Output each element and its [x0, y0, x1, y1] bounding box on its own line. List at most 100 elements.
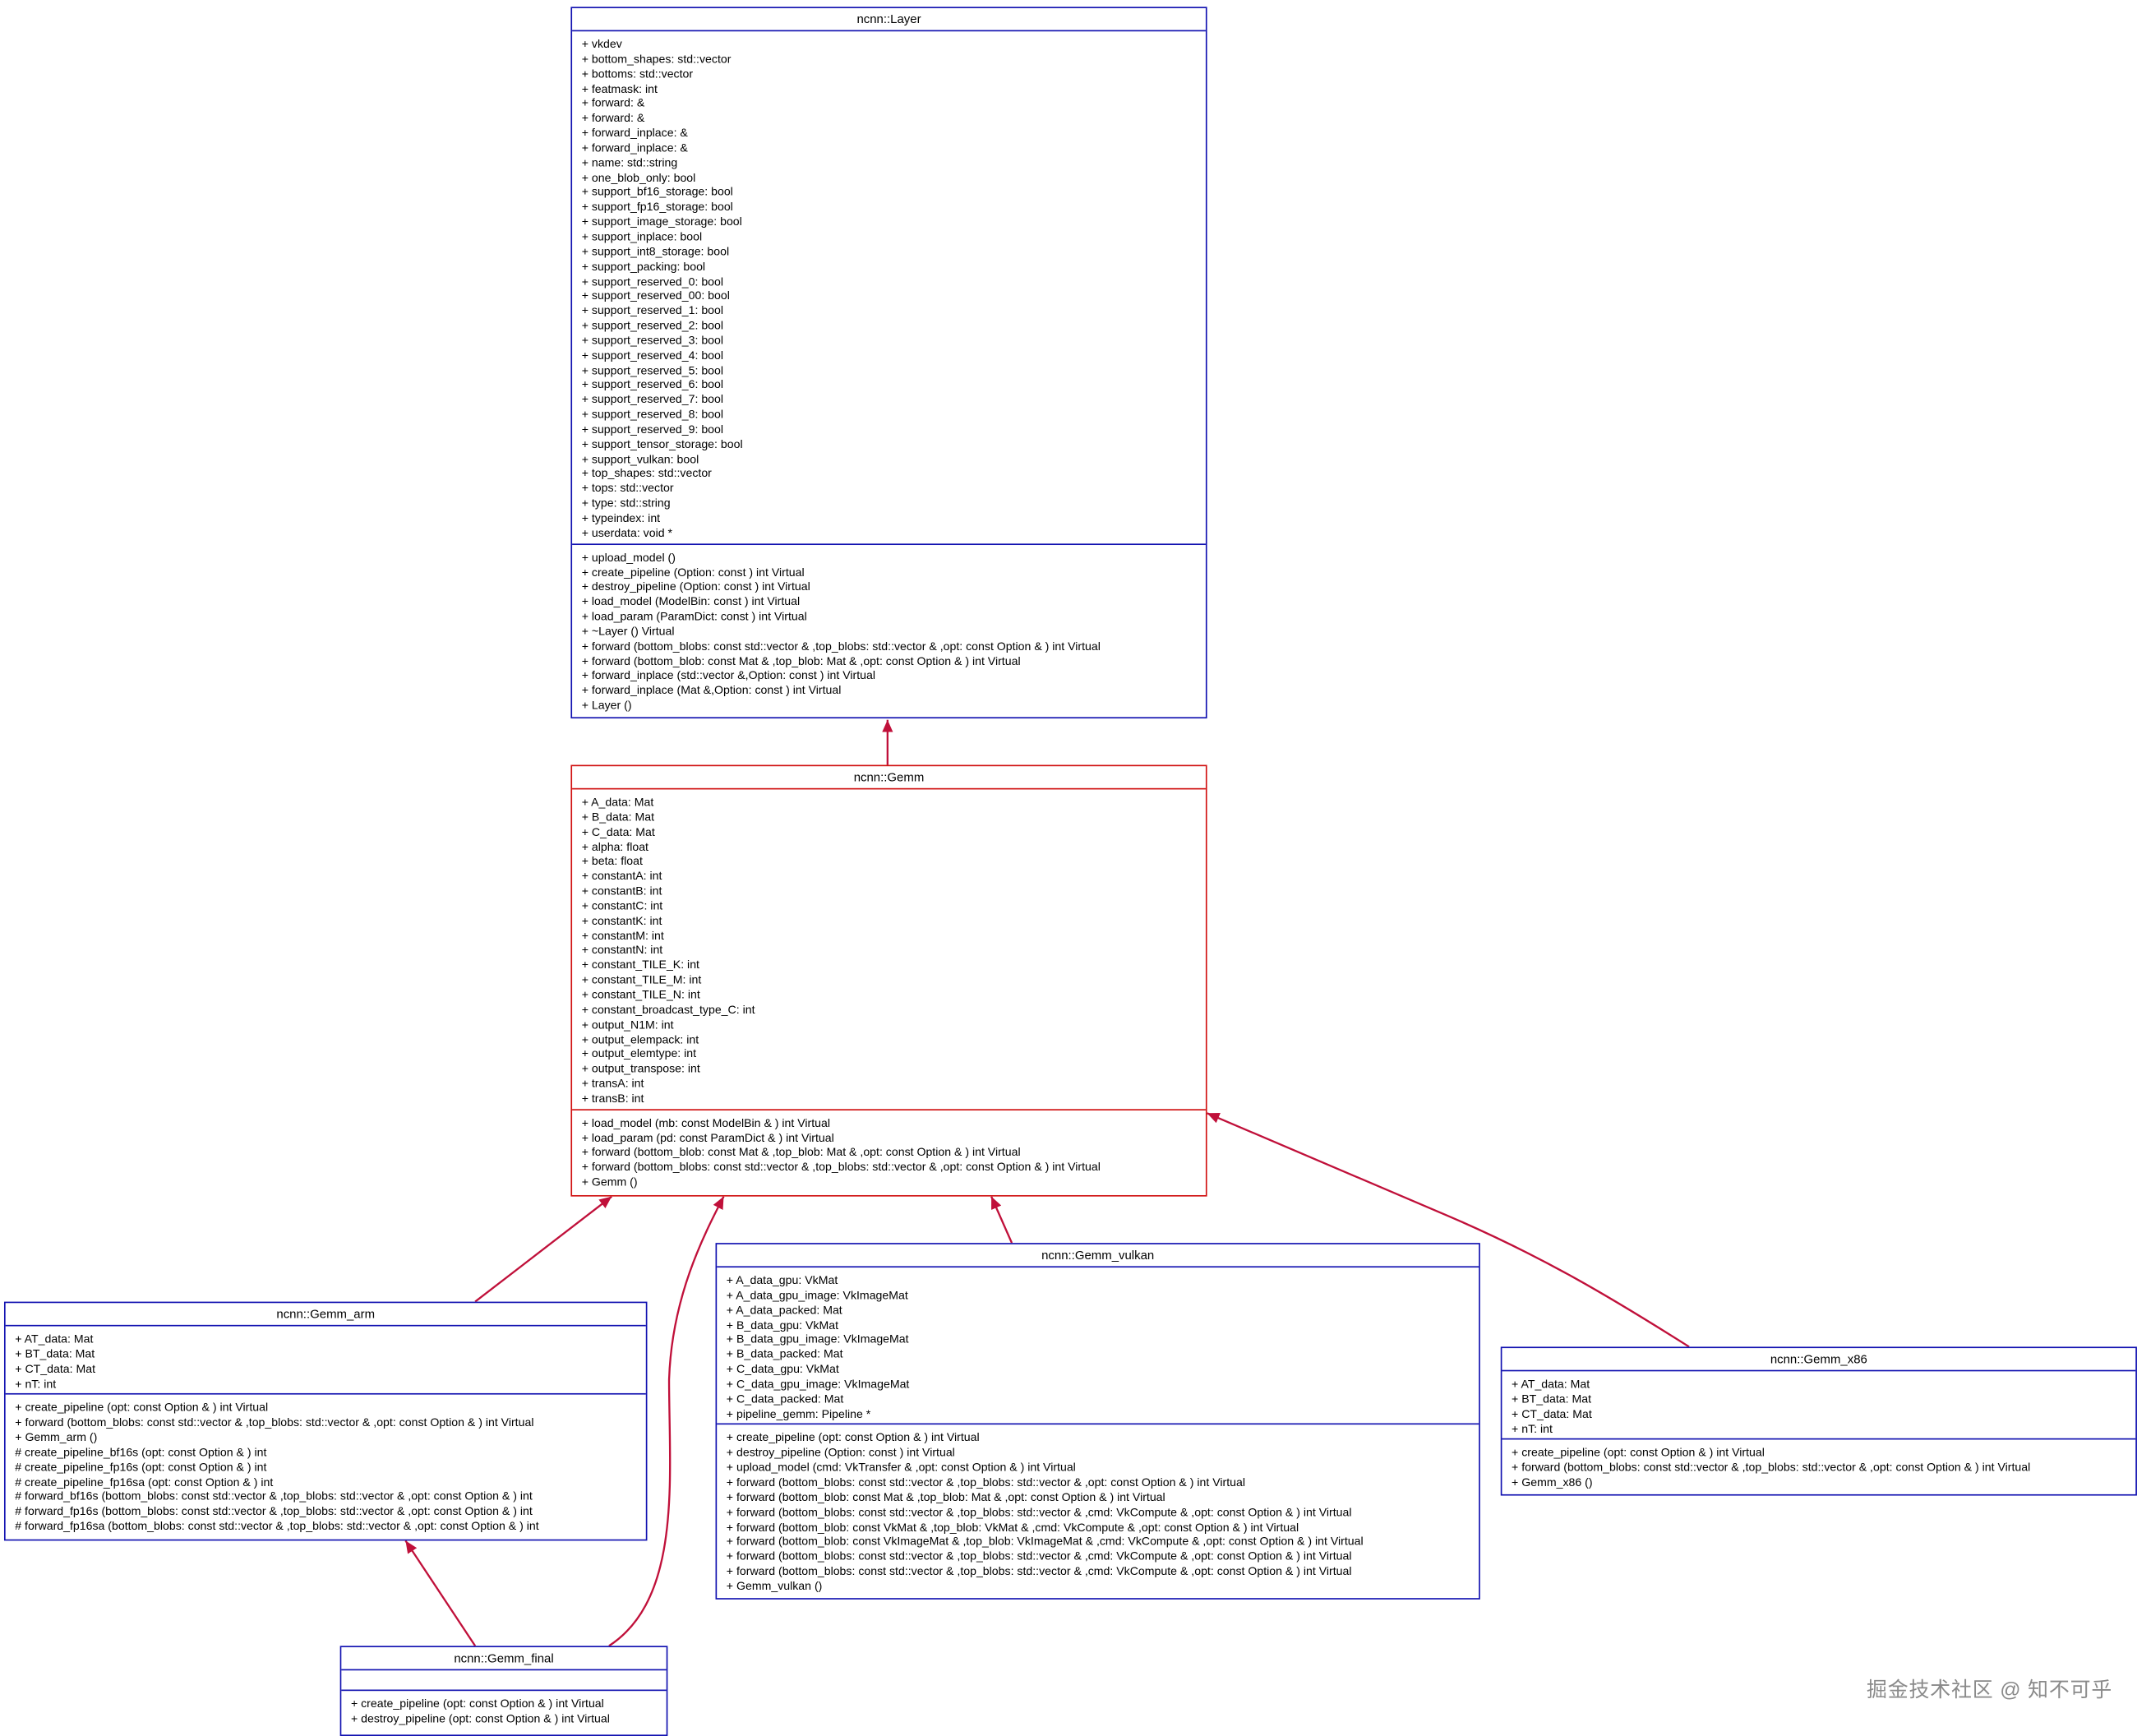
attribute-item: + C_data_packed: Mat [726, 1391, 844, 1406]
attribute-item: + constantN: int [581, 943, 663, 957]
attribute-list: + AT_data: Mat+ BT_data: Mat+ CT_data: M… [5, 1327, 646, 1396]
method-list: + create_pipeline (opt: const Option & )… [1502, 1440, 2135, 1493]
attribute-item: + AT_data: Mat [1512, 1376, 1590, 1391]
attribute-item: + typeindex: int [581, 510, 661, 525]
attribute-item: + forward_inplace: & [581, 140, 688, 155]
method-item: # create_pipeline_fp16sa (opt: const Opt… [15, 1474, 274, 1489]
attribute-item: + support_tensor_storage: bool [581, 436, 743, 450]
method-item: + forward_inplace (Mat &,Option: const )… [581, 683, 842, 697]
attribute-item: + support_packing: bool [581, 259, 706, 273]
attribute-item: + support_reserved_8: bool [581, 407, 724, 421]
method-item: # forward_fp16sa (bottom_blobs: const st… [15, 1519, 539, 1533]
attribute-list: + A_data_gpu: VkMat+ A_data_gpu_image: V… [717, 1267, 1479, 1425]
method-item: + load_param (pd: const ParamDict & ) in… [581, 1130, 834, 1144]
attribute-item: + A_data_packed: Mat [726, 1302, 842, 1317]
method-item: + create_pipeline (opt: const Option & )… [726, 1430, 980, 1445]
attribute-item: + constantB: int [581, 884, 662, 898]
attribute-item: + B_data_gpu: VkMat [726, 1317, 839, 1332]
attribute-item: + name: std::string [581, 155, 678, 169]
attribute-item: + output_N1M: int [581, 1017, 674, 1032]
attribute-item: + B_data: Mat [581, 810, 655, 824]
attribute-item: + forward: & [581, 95, 645, 110]
method-item: # create_pipeline_bf16s (opt: const Opti… [15, 1444, 267, 1459]
edge-gemm-arm-to-gemm [474, 1195, 612, 1303]
attribute-item: + support_reserved_1: bool [581, 303, 724, 317]
attribute-item: + constant_broadcast_type_C: int [581, 1002, 755, 1016]
class-title: ncnn::Gemm [572, 766, 1206, 790]
method-item: + forward (bottom_blobs: const std::vect… [581, 1160, 1101, 1174]
attribute-item: + constantA: int [581, 869, 662, 883]
method-item: + forward (bottom_blob: const VkImageMat… [726, 1534, 1364, 1549]
method-item: + forward (bottom_blob: const Mat & ,top… [581, 653, 1021, 667]
edge-gemm-final-to-gemm-arm [404, 1540, 477, 1646]
method-item: + load_model (ModelBin: const ) int Virt… [581, 594, 801, 608]
attribute-item: + top_shapes: std::vector [581, 466, 712, 481]
attribute-item: + support_image_storage: bool [581, 215, 742, 229]
method-item: + forward (bottom_blobs: const std::vect… [15, 1415, 534, 1429]
method-item: # create_pipeline_fp16s (opt: const Opti… [15, 1459, 267, 1474]
method-item: + create_pipeline (opt: const Option & )… [1512, 1445, 1765, 1460]
class-box-gemm: ncnn::Gemm + A_data: Mat+ B_data: Mat+ C… [570, 764, 1207, 1197]
attribute-item: + support_bf16_storage: bool [581, 185, 733, 199]
class-title: ncnn::Gemm_x86 [1502, 1348, 2136, 1372]
method-item: + destroy_pipeline (Option: const ) int … [726, 1445, 955, 1460]
method-item: + forward (bottom_blob: const Mat & ,top… [581, 1145, 1021, 1159]
method-item: + forward (bottom_blobs: const std::vect… [726, 1475, 1246, 1489]
attribute-item: + nT: int [15, 1376, 57, 1390]
method-item: + create_pipeline (Option: const ) int V… [581, 565, 805, 579]
method-item: + upload_model (cmd: VkTransfer & ,opt: … [726, 1460, 1076, 1475]
attribute-list [341, 1670, 667, 1692]
method-list: + create_pipeline (opt: const Option & )… [341, 1691, 666, 1729]
method-item: + Gemm_x86 () [1512, 1475, 1593, 1489]
class-title: ncnn::Gemm_arm [5, 1303, 646, 1327]
method-item: + Gemm () [581, 1175, 638, 1189]
attribute-item: + support_reserved_3: bool [581, 333, 724, 347]
attribute-item: + bottoms: std::vector [581, 66, 694, 81]
attribute-list: + AT_data: Mat+ BT_data: Mat+ CT_data: M… [1502, 1371, 2136, 1441]
attribute-item: + support_reserved_4: bool [581, 348, 724, 362]
attribute-item: + B_data_gpu_image: VkImageMat [726, 1332, 909, 1346]
attribute-item: + alpha: float [581, 839, 648, 853]
attribute-item: + A_data_gpu_image: VkImageMat [726, 1287, 908, 1302]
attribute-item: + output_elempack: int [581, 1032, 699, 1046]
attribute-item: + support_int8_storage: bool [581, 244, 730, 258]
attribute-list: + vkdev+ bottom_shapes: std::vector+ bot… [572, 31, 1206, 545]
attribute-item: + featmask: int [581, 81, 658, 95]
attribute-item: + BT_data: Mat [1512, 1392, 1592, 1406]
class-title: ncnn::Layer [572, 8, 1206, 32]
method-item: + Layer () [581, 698, 632, 712]
method-item: + Gemm_arm () [15, 1429, 98, 1444]
attribute-item: + support_reserved_0: bool [581, 274, 724, 288]
method-item: + load_model (mb: const ModelBin & ) int… [581, 1115, 831, 1129]
method-item: + create_pipeline (opt: const Option & )… [350, 1696, 604, 1711]
attribute-item: + support_reserved_2: bool [581, 318, 724, 332]
attribute-item: + CT_data: Mat [15, 1361, 96, 1375]
attribute-item: + output_transpose: int [581, 1061, 700, 1076]
attribute-item: + support_reserved_5: bool [581, 362, 724, 376]
edge-gemm-final-to-gemm [608, 1196, 725, 1647]
class-box-layer: ncnn::Layer + vkdev+ bottom_shapes: std:… [570, 7, 1207, 719]
method-list: + load_model (mb: const ModelBin & ) int… [572, 1110, 1206, 1192]
attribute-item: + output_elemtype: int [581, 1046, 697, 1061]
attribute-item: + C_data_gpu_image: VkImageMat [726, 1376, 910, 1391]
method-item: + Gemm_vulkan () [726, 1578, 823, 1593]
attribute-item: + forward_inplace: & [581, 125, 688, 140]
edge-gemm-vulkan-to-gemm [990, 1196, 1013, 1244]
method-item: + forward (bottom_blobs: const std::vect… [726, 1549, 1352, 1563]
attribute-item: + constant_TILE_N: int [581, 987, 700, 1001]
method-item: + forward (bottom_blobs: const std::vect… [1512, 1460, 2031, 1475]
attribute-item: + transA: int [581, 1076, 644, 1091]
attribute-item: + constant_TILE_K: int [581, 958, 699, 972]
class-box-gemm-x86: ncnn::Gemm_x86 + AT_data: Mat+ BT_data: … [1500, 1346, 2137, 1496]
method-item: + forward (bottom_blobs: const std::vect… [726, 1563, 1352, 1578]
attribute-item: + one_blob_only: bool [581, 170, 696, 184]
attribute-item: + AT_data: Mat [15, 1332, 94, 1346]
attribute-item: + type: std::string [581, 496, 671, 510]
method-item: + destroy_pipeline (opt: const Option & … [350, 1711, 610, 1725]
class-box-gemm-vulkan: ncnn::Gemm_vulkan + A_data_gpu: VkMat+ A… [715, 1243, 1480, 1600]
edge-gemm-x86-to-gemm [1207, 1112, 1690, 1348]
attribute-item: + constantM: int [581, 928, 664, 942]
attribute-list: + A_data: Mat+ B_data: Mat+ C_data: Mat+… [572, 789, 1206, 1110]
method-item: + forward (bottom_blobs: const std::vect… [726, 1504, 1352, 1519]
attribute-item: + transB: int [581, 1091, 644, 1106]
